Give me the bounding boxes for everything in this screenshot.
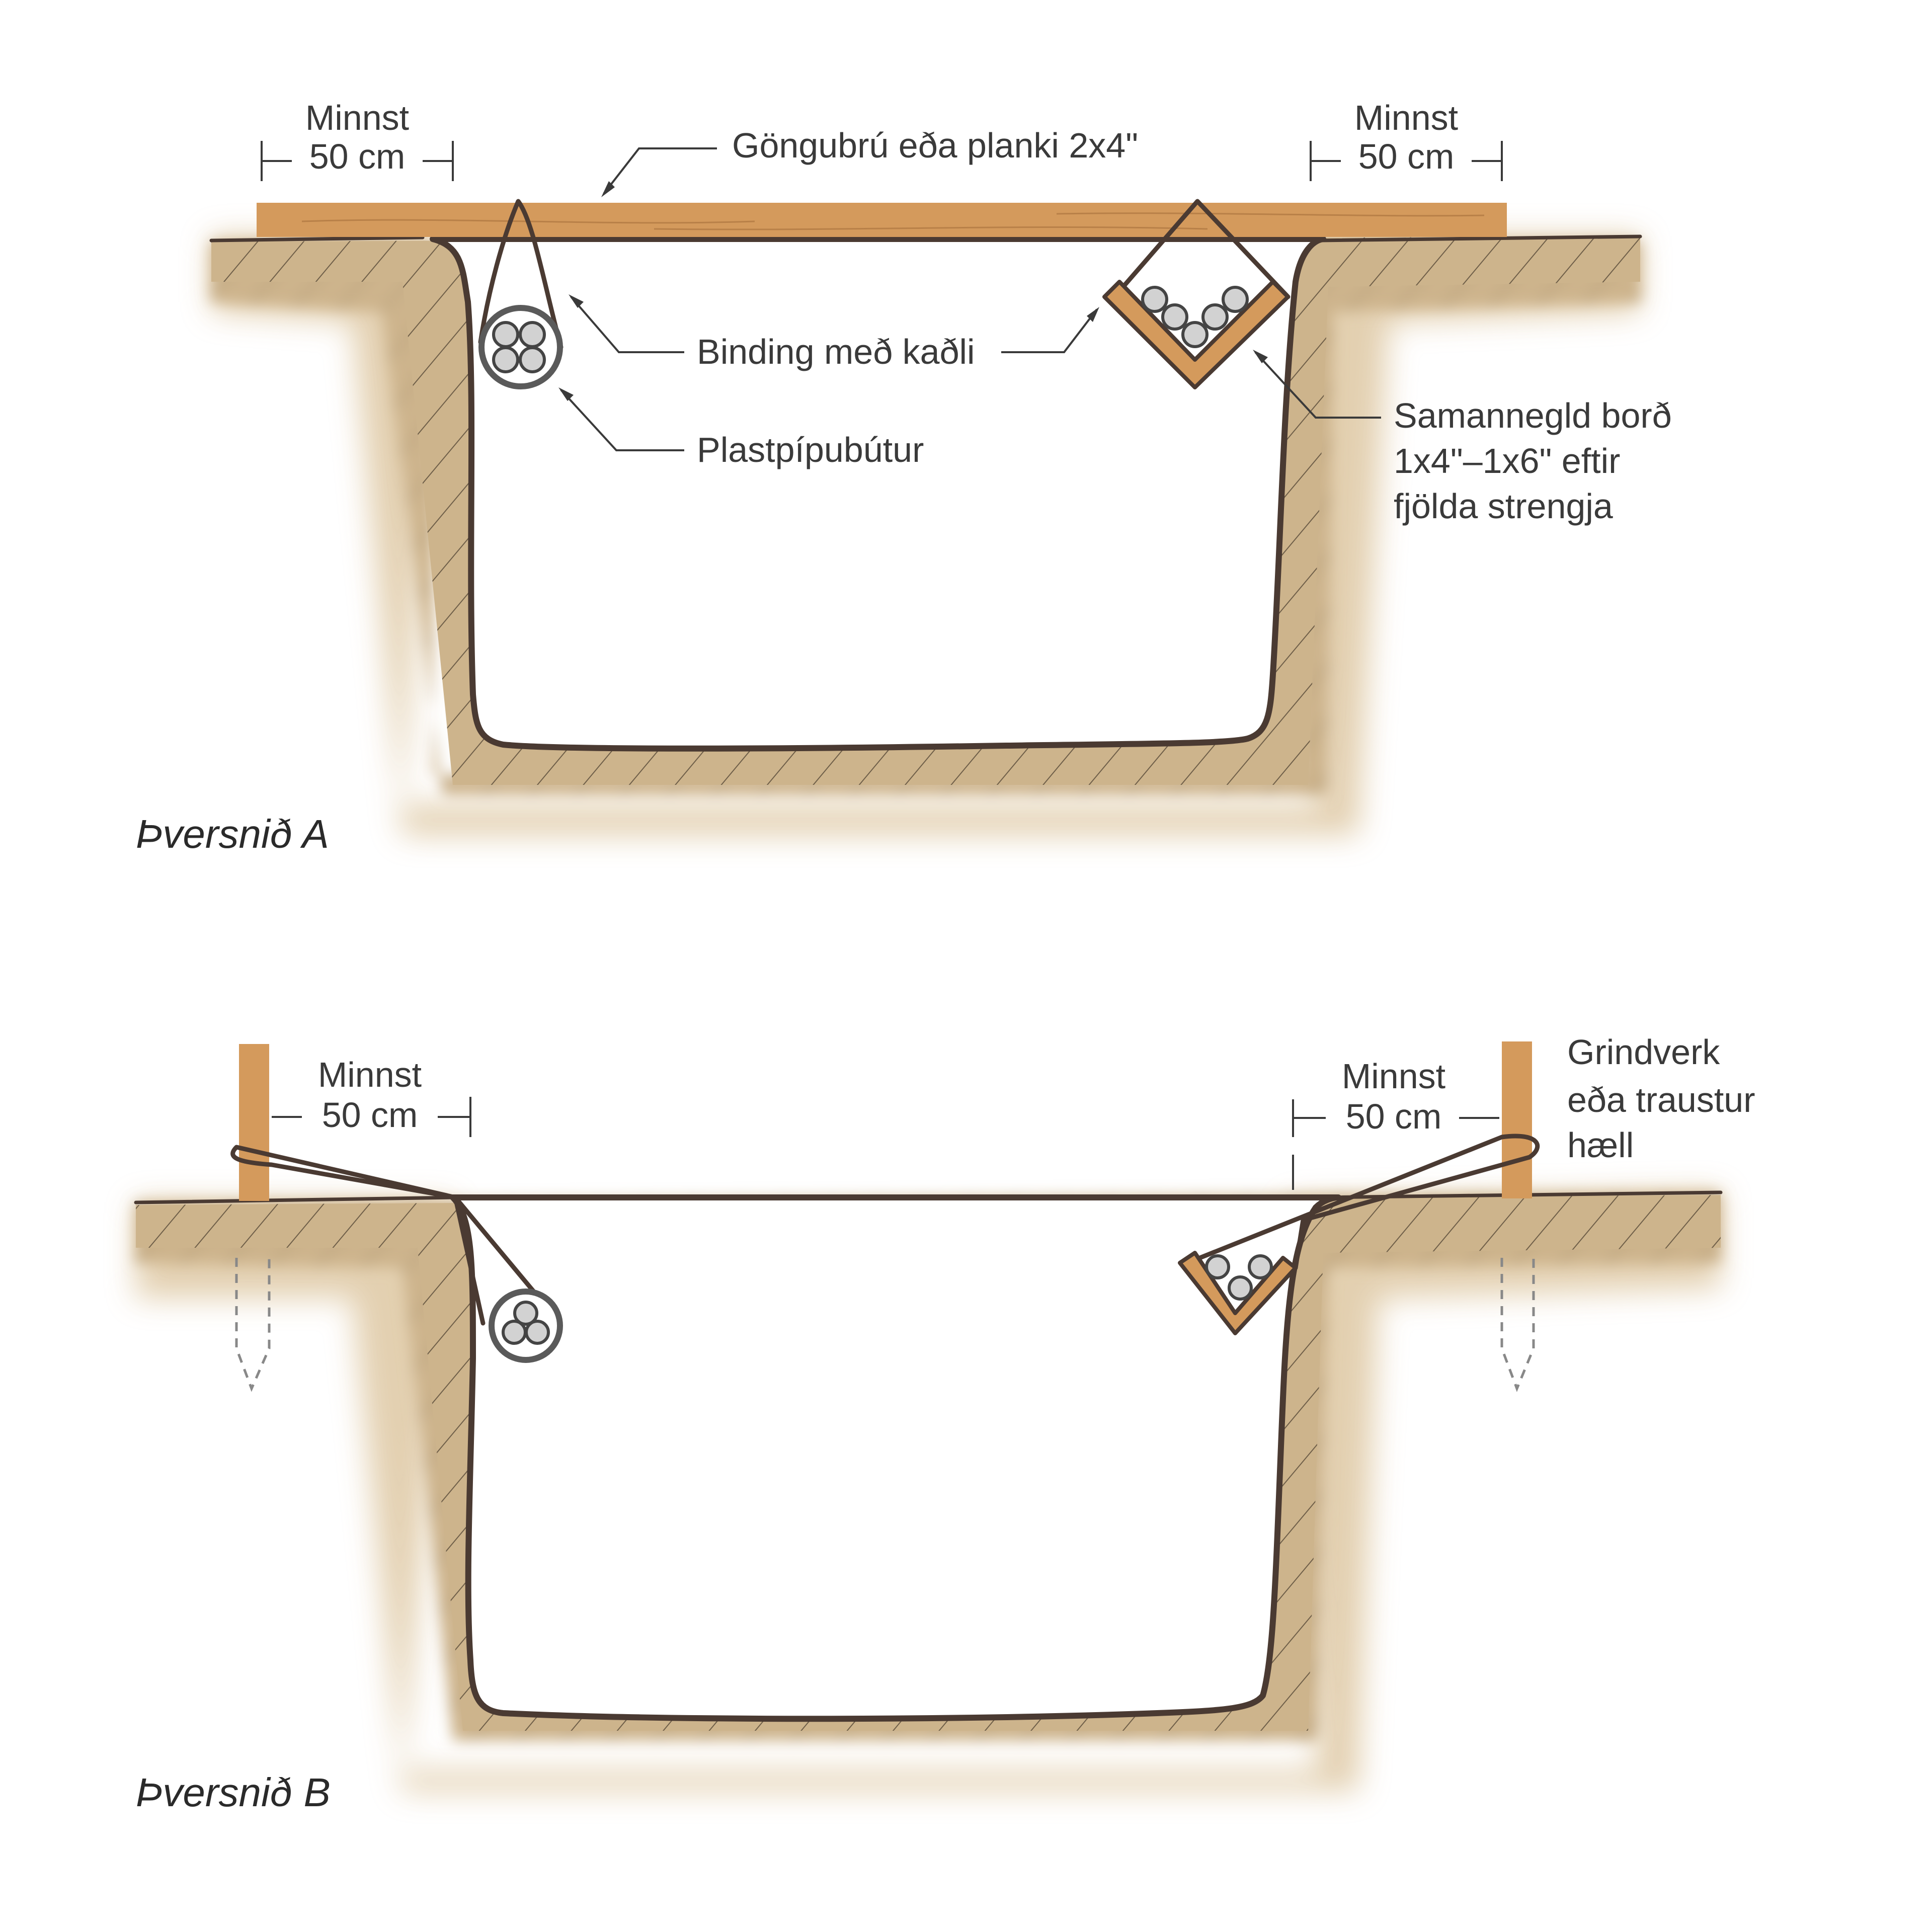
cable-a4 bbox=[519, 346, 546, 373]
cable-b4 bbox=[1205, 1254, 1230, 1279]
arrow-rope-left bbox=[569, 294, 584, 308]
cable-b1 bbox=[513, 1301, 538, 1326]
arrow-plank bbox=[601, 181, 615, 197]
plank-label: Göngubrú eða planki 2x4" bbox=[732, 126, 1138, 165]
post-right-b bbox=[1502, 1041, 1532, 1198]
plastic-pipe-a bbox=[478, 305, 563, 389]
arrow-pipe bbox=[558, 387, 574, 401]
ground-line-a bbox=[209, 234, 1642, 243]
dim-label-b-left-2: 50 cm bbox=[322, 1095, 418, 1135]
rope-label: Binding með kaðli bbox=[697, 332, 975, 371]
rope-right-a bbox=[1112, 199, 1291, 299]
cable-a1 bbox=[492, 321, 519, 348]
cable-a9 bbox=[1222, 286, 1249, 313]
cable-b3 bbox=[525, 1320, 550, 1345]
dim-label-a-right-1: Minnst bbox=[1354, 98, 1458, 137]
boards-leader bbox=[1254, 351, 1381, 419]
arrow-rope-right bbox=[1087, 307, 1099, 322]
cable-b5 bbox=[1228, 1275, 1253, 1301]
boards-label-2: 1x4"–1x6" eftir bbox=[1394, 441, 1621, 480]
rope-leader-left bbox=[570, 296, 684, 353]
dim-label-a-right-2: 50 cm bbox=[1358, 137, 1455, 176]
arrow-boards bbox=[1253, 350, 1268, 363]
dimension-right-b: Minnst 50 cm bbox=[1292, 1057, 1499, 1190]
trench-b bbox=[450, 1194, 1341, 1722]
rope-left-a bbox=[478, 199, 564, 350]
cable-a8 bbox=[1201, 303, 1229, 331]
cable-b2 bbox=[502, 1320, 527, 1345]
dimension-right-a: Minnst 50 cm bbox=[1310, 98, 1503, 181]
cable-b6 bbox=[1248, 1254, 1273, 1279]
boards-label-3: fjölda strengja bbox=[1394, 487, 1613, 526]
post-label-2: eða traustur bbox=[1567, 1080, 1755, 1119]
rope-left-b bbox=[230, 1145, 558, 1326]
dim-label-a-left-2: 50 cm bbox=[309, 137, 406, 176]
dimension-left-b: Minnst 50 cm bbox=[272, 1055, 471, 1137]
dim-label-a-left-1: Minnst bbox=[305, 98, 409, 137]
nailed-boards-a bbox=[1102, 280, 1290, 389]
plank-leader bbox=[603, 147, 717, 195]
stake-left-b bbox=[235, 1258, 271, 1392]
rope-leader-right bbox=[1001, 308, 1098, 353]
dim-label-b-left-1: Minnst bbox=[318, 1055, 422, 1094]
section-a: Minnst 50 cm Minnst 50 cm Göngubrú eða p… bbox=[136, 98, 1672, 856]
boards-label-1: Samannegld borð bbox=[1394, 396, 1672, 435]
cable-a7 bbox=[1181, 321, 1209, 348]
pipe-label: Plastpípubútur bbox=[697, 430, 924, 469]
post-left-b bbox=[239, 1044, 269, 1201]
section-a-title: Þversnið A bbox=[136, 812, 329, 856]
trench-a bbox=[430, 236, 1326, 752]
dim-label-b-right-2: 50 cm bbox=[1346, 1097, 1442, 1136]
dim-label-b-right-1: Minnst bbox=[1342, 1057, 1445, 1096]
stake-right-b bbox=[1500, 1258, 1535, 1392]
nailed-boards-b bbox=[1178, 1251, 1298, 1335]
section-b: Minnst 50 cm Minnst 50 cm Grindverk eða … bbox=[134, 1032, 1755, 1815]
cable-a3 bbox=[492, 346, 519, 373]
cable-a2 bbox=[519, 321, 546, 348]
rope-right-b bbox=[1185, 1134, 1540, 1270]
section-b-title: Þversnið B bbox=[136, 1770, 331, 1815]
cable-a6 bbox=[1161, 303, 1188, 331]
dimension-left-a: Minnst 50 cm bbox=[261, 98, 454, 181]
post-label-3: hæll bbox=[1567, 1125, 1634, 1165]
post-label-1: Grindverk bbox=[1567, 1032, 1720, 1072]
pipe-leader bbox=[560, 389, 684, 451]
cable-a5 bbox=[1141, 286, 1168, 313]
